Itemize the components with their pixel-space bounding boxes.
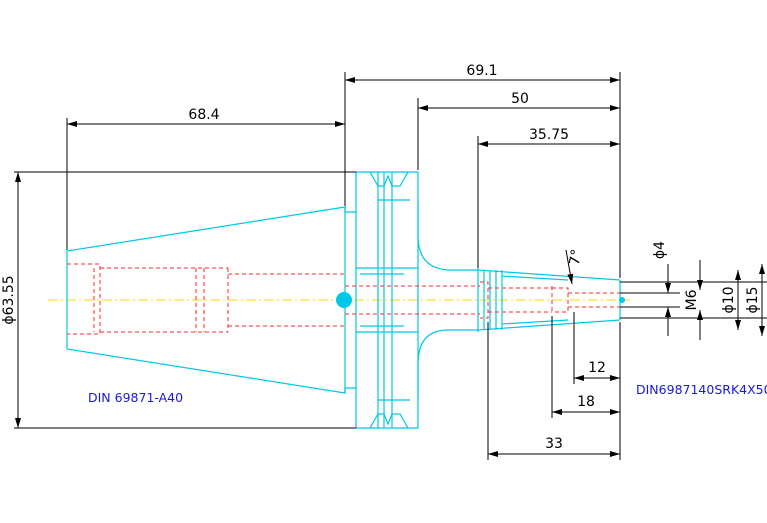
dim-text-33: 33 (545, 436, 563, 452)
dim-text-12: 12 (588, 360, 606, 376)
standard-label-left: DIN 69871-A40 (88, 390, 183, 405)
dim-text-m6: M6 (684, 289, 700, 310)
dim-text-10: ϕ10 (721, 286, 737, 313)
shank (417, 202, 621, 398)
dim-text-18: 18 (577, 394, 595, 410)
dim-text-69-1: 69.1 (466, 63, 497, 79)
dim-text-4: ϕ4 (652, 241, 668, 259)
dim-text-35-75: 35.75 (529, 127, 569, 143)
dim-text-15: ϕ15 (745, 286, 761, 313)
flange (355, 171, 419, 429)
coolant-marker-left (336, 292, 352, 308)
coolant-marker-right (619, 297, 625, 303)
hidden-bore (67, 263, 620, 335)
dim-text-50: 50 (511, 91, 529, 107)
extension-lines (14, 72, 767, 460)
standard-label-right: DIN6987140SRK4X50 (636, 382, 767, 397)
dim-text-angle: 7° (567, 248, 586, 266)
dim-text-68-4: 68.4 (188, 107, 219, 123)
dim-text-63-55: ϕ63.55 (1, 275, 17, 324)
angle-leader (565, 249, 574, 285)
